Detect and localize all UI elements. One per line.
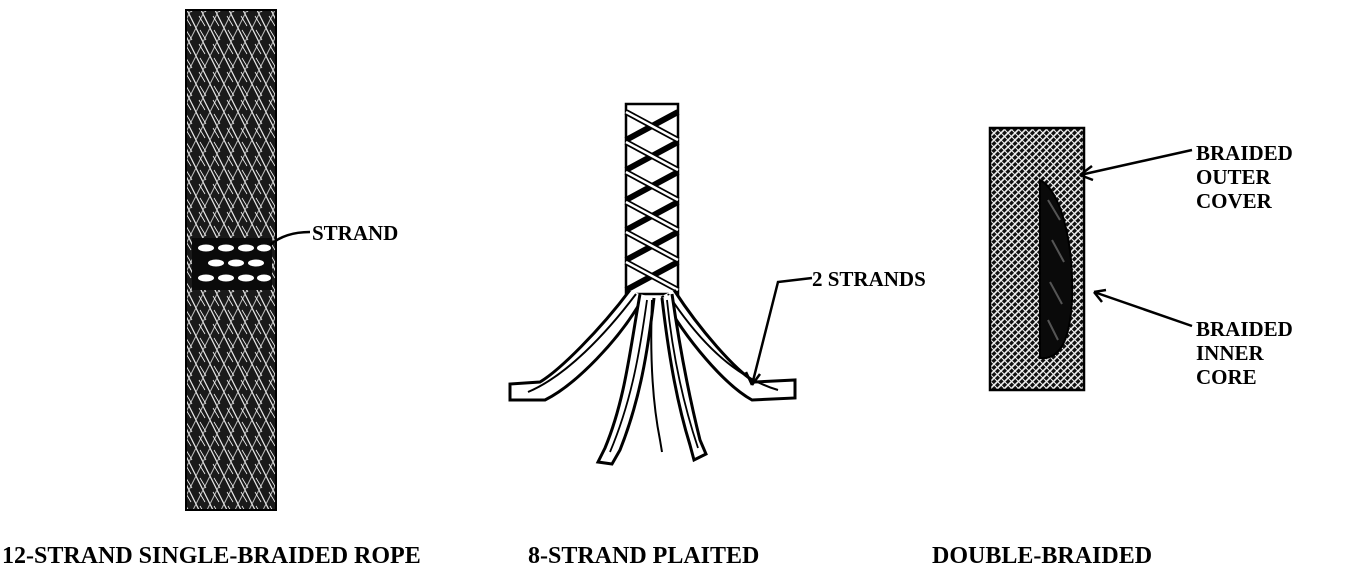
outer-cover-label-line1: BRAIDED [1196, 140, 1293, 166]
plaited-caption: 8-STRAND PLAITED [528, 542, 759, 570]
two-strands-label: 2 STRANDS [812, 266, 926, 292]
outer-cover-leader-line [1080, 150, 1192, 175]
double-braided-rope-icon [990, 128, 1084, 390]
strand-cross-section [192, 238, 272, 290]
single-braided-rope [186, 10, 310, 510]
inner-core-label-line2: INNER [1196, 340, 1264, 366]
single-braided-caption: 12-STRAND SINGLE-BRAIDED ROPE [2, 542, 421, 570]
double-braided-rope [990, 128, 1192, 390]
inner-core-leader-line [1094, 292, 1192, 326]
inner-core-label-line3: CORE [1196, 364, 1257, 390]
plaited-rope-icon [510, 104, 795, 464]
strand-label: STRAND [312, 220, 398, 246]
plaited-rope [510, 104, 812, 464]
double-braided-caption: DOUBLE-BRAIDED [932, 542, 1152, 570]
two-strands-leader-line [752, 278, 812, 385]
outer-cover-label-line2: OUTER [1196, 164, 1271, 190]
outer-cover-label-line3: COVER [1196, 188, 1272, 214]
inner-core-label-line1: BRAIDED [1196, 316, 1293, 342]
